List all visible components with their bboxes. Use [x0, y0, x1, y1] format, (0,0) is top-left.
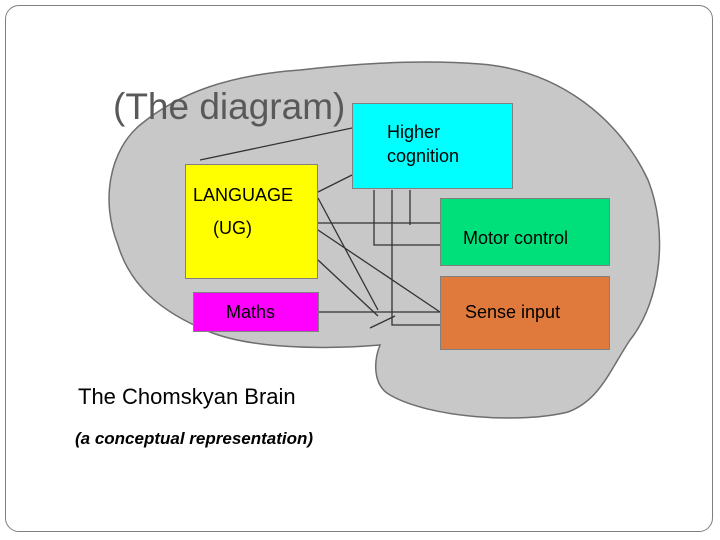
sense-input-box: Sense input: [440, 276, 610, 350]
connector-lines: [199, 127, 441, 329]
language-label: LANGUAGE: [193, 185, 294, 205]
ug-label: (UG): [213, 218, 252, 238]
motor-control-label: Motor control: [463, 228, 569, 248]
brain-caption: The Chomskyan Brain: [78, 384, 296, 409]
higher-cognition-line1: Higher: [387, 122, 441, 142]
sense-input-label: Sense input: [465, 302, 561, 322]
higher-cognition-box: Higher cognition: [352, 103, 513, 189]
slide-title: (The diagram): [113, 86, 346, 127]
higher-cognition-line2: cognition: [387, 146, 460, 166]
language-box: LANGUAGE (UG): [185, 164, 318, 279]
brain-subcaption: (a conceptual representation): [75, 429, 314, 448]
maths-label: Maths: [226, 302, 276, 322]
motor-control-box: Motor control: [440, 198, 610, 266]
maths-box: Maths: [193, 292, 319, 332]
